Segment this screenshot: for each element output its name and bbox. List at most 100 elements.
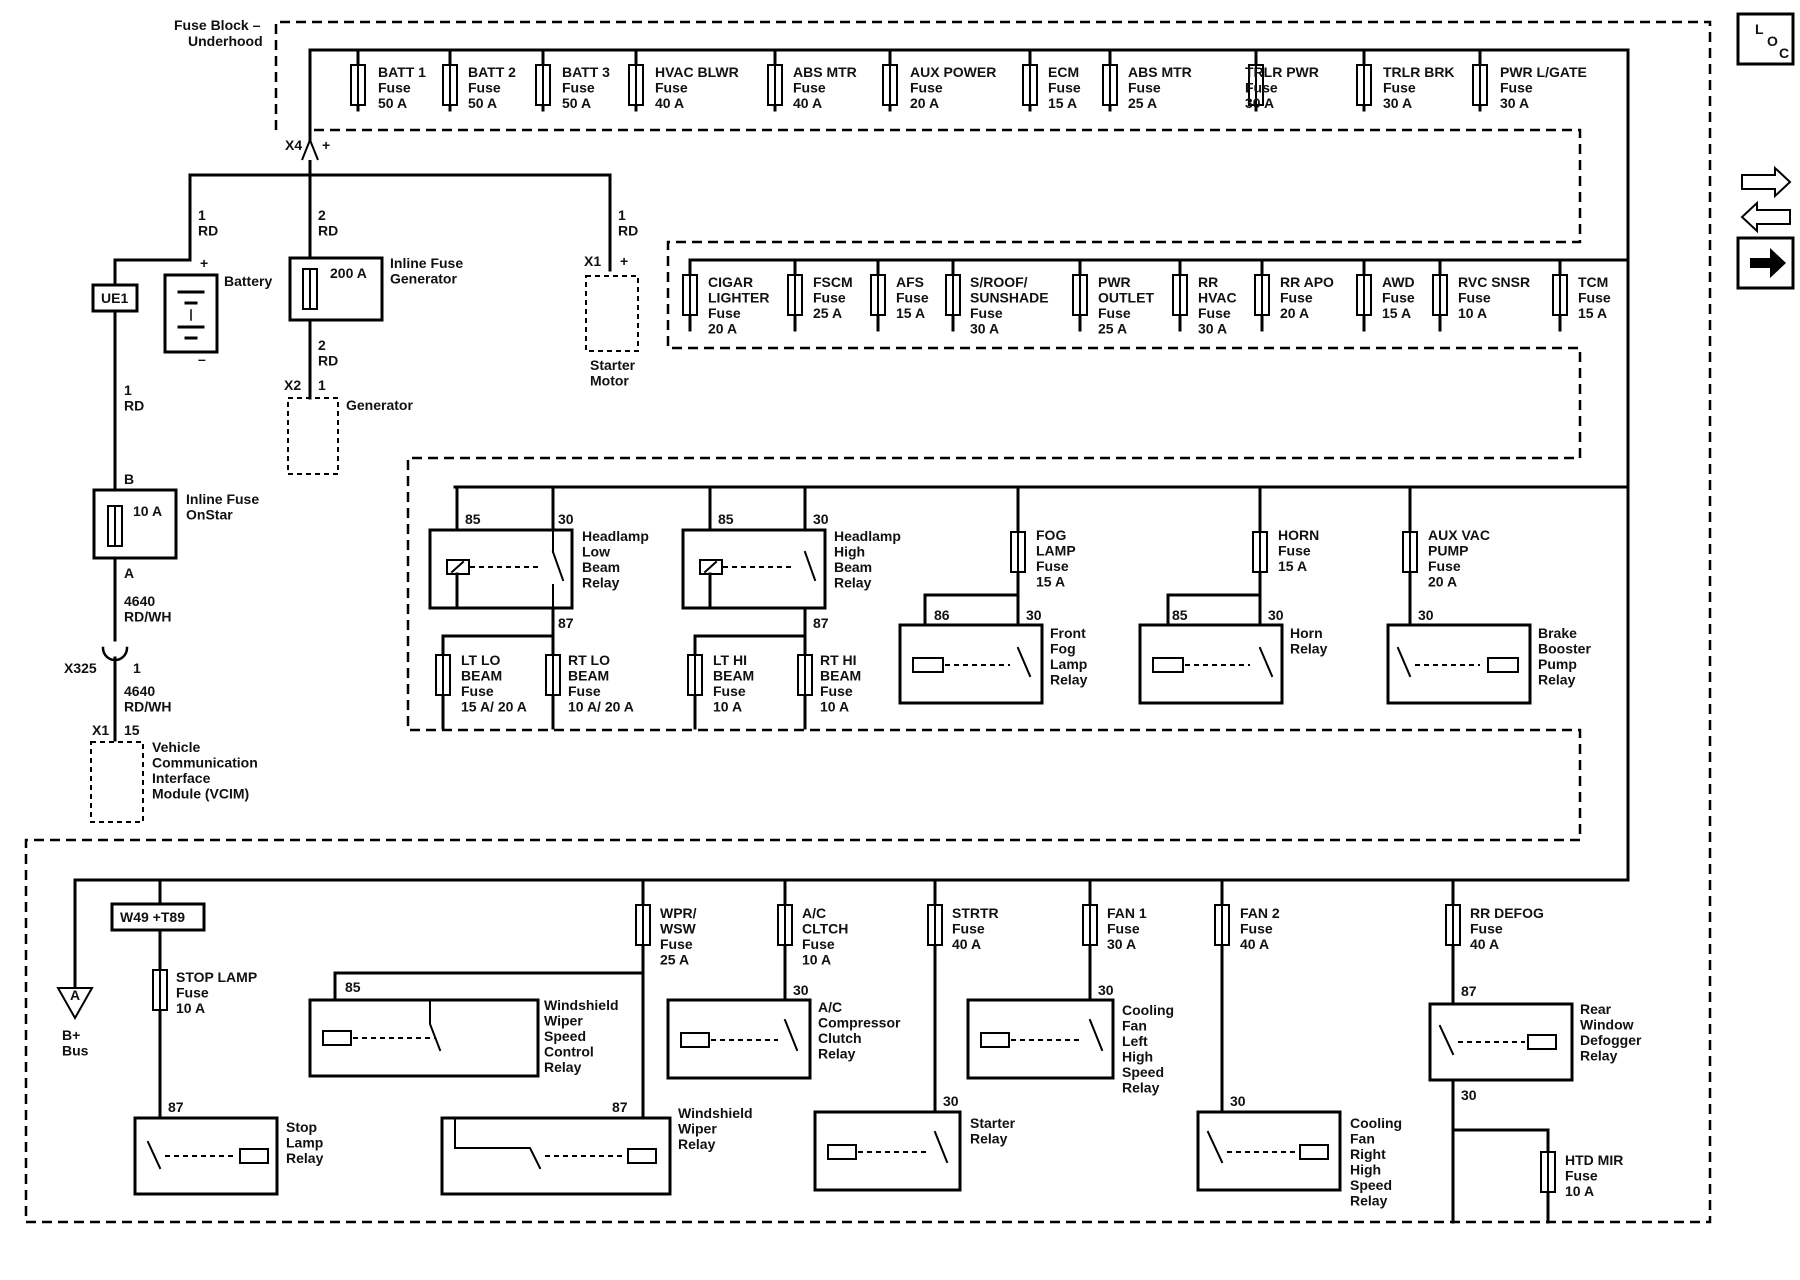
relay-fan-left-line: Left [1122,1033,1148,1049]
fuse-batt1-line: BATT 1 [378,64,426,80]
fuse-rr-apo-line: Fuse [1280,290,1313,306]
loc-icon-box[interactable] [1736,12,1795,66]
loc-icon-letter[interactable]: C [1779,45,1789,61]
lbl-x4-plus: + [322,137,330,153]
wire-generator-top-line: 2 [318,207,326,223]
pin-brake-30: 30 [1418,607,1434,623]
relay-ac-line: Relay [818,1046,856,1062]
fuse-fan1-line: 30 A [1107,936,1136,952]
loc-icon-letter[interactable]: O [1767,33,1778,49]
lbl-x2-pin: 1 [318,377,326,393]
fuse-rr-hvac-line: Fuse [1198,305,1231,321]
fuse-aux-power-line: Fuse [910,80,943,96]
relay-wiper-speed-line: Speed [544,1028,586,1044]
fuse-rr-defog-line: 40 A [1470,936,1499,952]
pin-hi-87: 87 [813,615,829,631]
fuse-stop-lamp-line: Fuse [176,985,209,1001]
static-geometry [24,12,1795,1224]
fuse-cigar-line: LIGHTER [708,290,769,306]
fuse-abs-mtr-25-line: Fuse [1128,80,1161,96]
wire-4640-bottom-line: 4640 [124,683,155,699]
relay-fan-left-line: Speed [1122,1064,1164,1080]
fuse-aux-power-line: AUX POWER [910,64,996,80]
lbl-vcim-line: Module (VCIM) [152,786,249,802]
fuse-fscm-line: FSCM [813,274,853,290]
fuse-stop-lamp-line: STOP LAMP [176,969,257,985]
relay-fog-line: Lamp [1050,656,1087,672]
fuse-block-title: Fuse Block – [174,17,261,33]
wire-starter-line: RD [618,223,638,239]
fuse-afs-line: 15 A [896,305,925,321]
loc-icon-letter[interactable]: L [1755,21,1764,37]
fuse-strtr-line: STRTR [952,905,999,921]
fuse-rvc-snsr-line: RVC SNSR [1458,274,1530,290]
relay-starter-line: Relay [970,1131,1008,1147]
vcim-dashed [90,741,144,823]
fuse-batt2-line: Fuse [468,80,501,96]
fuse-fog-lamp-line: 15 A [1036,574,1065,590]
fuse-ecm-line: Fuse [1048,80,1081,96]
pin-ac-30: 30 [793,982,809,998]
fuse-lt-hi-line: Fuse [713,683,746,699]
lbl-vcim-line: Interface [152,770,211,786]
fuse-fog-lamp-line: FOG [1036,527,1066,543]
fuse-ac-cltch-line: A/C [802,905,826,921]
relay-defogger-line: Defogger [1580,1032,1642,1048]
bplus-triangle [56,987,94,1021]
relay-fog-line: Fog [1050,641,1076,657]
relay-fan-right-line: High [1350,1162,1381,1178]
lbl-starter-motor-line: Starter [590,357,636,373]
relay-fan-right-line: Relay [1350,1193,1388,1209]
fuse-wpr-line: 25 A [660,952,689,968]
relay-fan-left-line: Relay [1122,1080,1160,1096]
fuse-batt3-line: Fuse [562,80,595,96]
wiring-icon[interactable] [1740,165,1792,234]
lbl-inline-fuse-onstar-line: OnStar [186,507,233,523]
pin-wiper-87: 87 [612,1099,628,1115]
lbl-x1-vcim-pin: 15 [124,722,140,738]
fuse-ac-cltch-line: 10 A [802,952,831,968]
lbl-vcim-line: Communication [152,755,258,771]
lbl-vcim-line: Vehicle [152,739,200,755]
wire-generator-bottom-line: RD [318,353,338,369]
relay-defogger-line: Window [1580,1017,1634,1033]
lbl-x1-vcim: X1 [92,722,109,738]
relay-ac-line: Clutch [818,1030,862,1046]
wire-battery-line: RD [198,223,218,239]
fuse-htd-mir-line: HTD MIR [1565,1152,1623,1168]
lbl-battery: Battery [224,273,272,289]
fuse-aux-vac-line: AUX VAC [1428,527,1490,543]
lbl-200a: 200 A [330,265,367,281]
fuse-batt1-line: 50 A [378,95,407,111]
relay-ac-line: A/C [818,999,842,1015]
fuse-batt1-line: Fuse [378,80,411,96]
arrow-right-icon[interactable] [1750,248,1786,278]
fuse-horn-line: HORN [1278,527,1319,543]
fuse-pwr-outlet-line: PWR [1098,274,1131,290]
pin-defog-87: 87 [1461,983,1477,999]
relay-wiper-line: Windshield [678,1105,753,1121]
relay-fan-left-line: Fan [1122,1018,1147,1034]
pin-wiper-85: 85 [345,979,361,995]
